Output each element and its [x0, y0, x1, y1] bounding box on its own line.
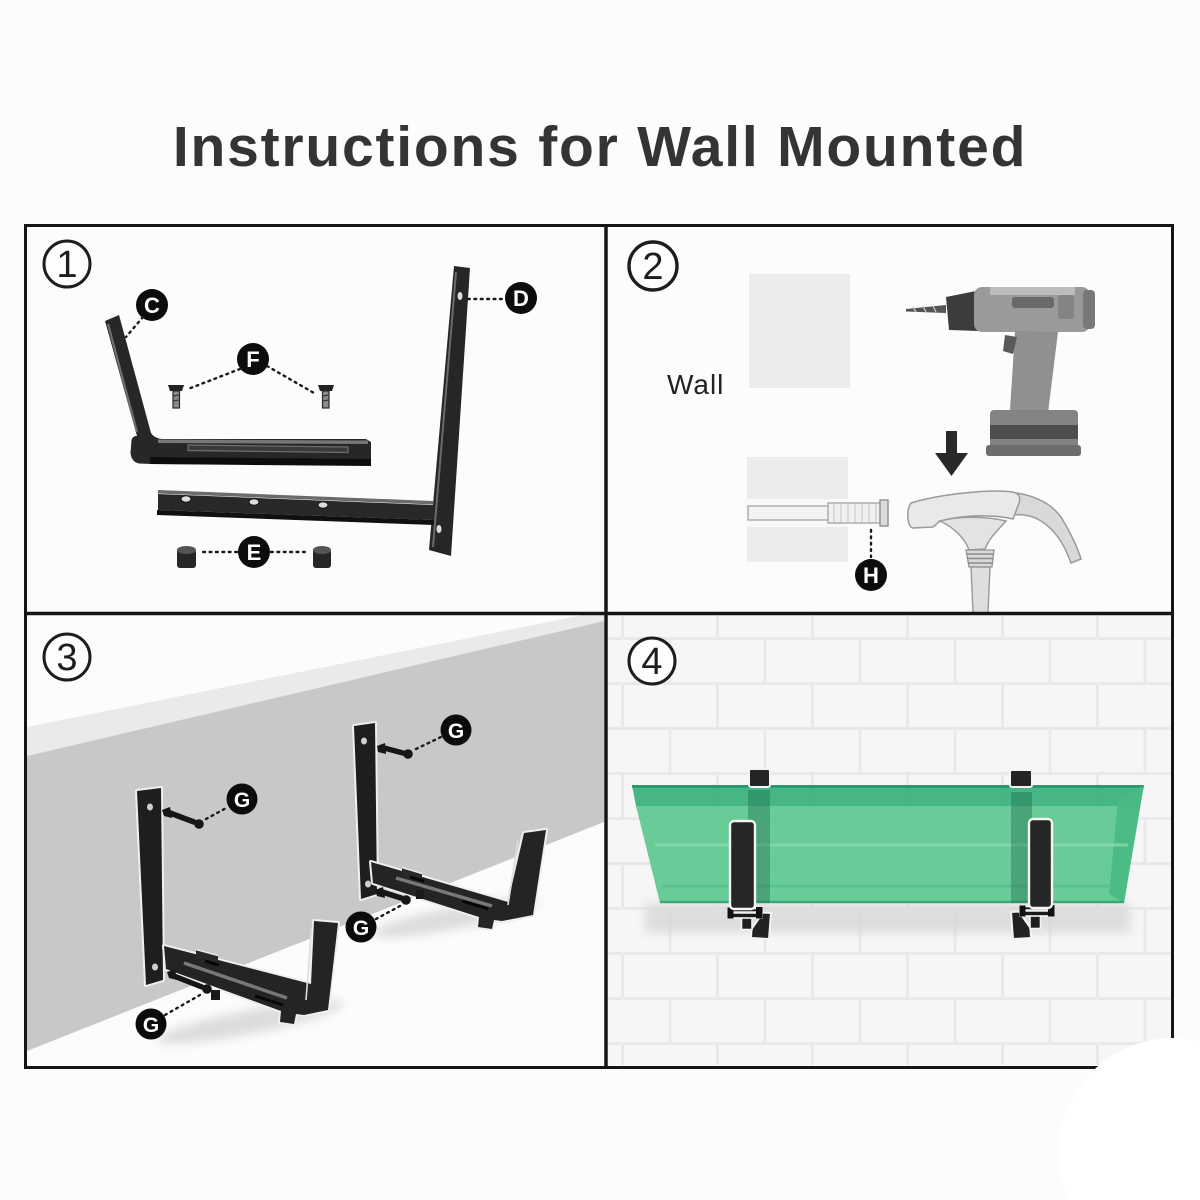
svg-text:1: 1	[56, 244, 77, 286]
svg-text:G: G	[448, 720, 464, 743]
svg-text:G: G	[143, 1014, 159, 1037]
svg-text:2: 2	[642, 246, 663, 288]
svg-text:G: G	[234, 789, 250, 812]
svg-text:C: C	[144, 293, 160, 318]
svg-text:D: D	[513, 286, 529, 311]
svg-text:G: G	[353, 917, 369, 940]
svg-text:Instructions for Wall Mounted: Instructions for Wall Mounted	[173, 115, 1027, 179]
svg-text:F: F	[246, 347, 259, 372]
svg-text:H: H	[863, 563, 879, 588]
svg-text:E: E	[247, 540, 262, 565]
svg-text:4: 4	[641, 641, 662, 683]
svg-text:Wall: Wall	[667, 369, 724, 400]
svg-text:3: 3	[56, 637, 77, 679]
